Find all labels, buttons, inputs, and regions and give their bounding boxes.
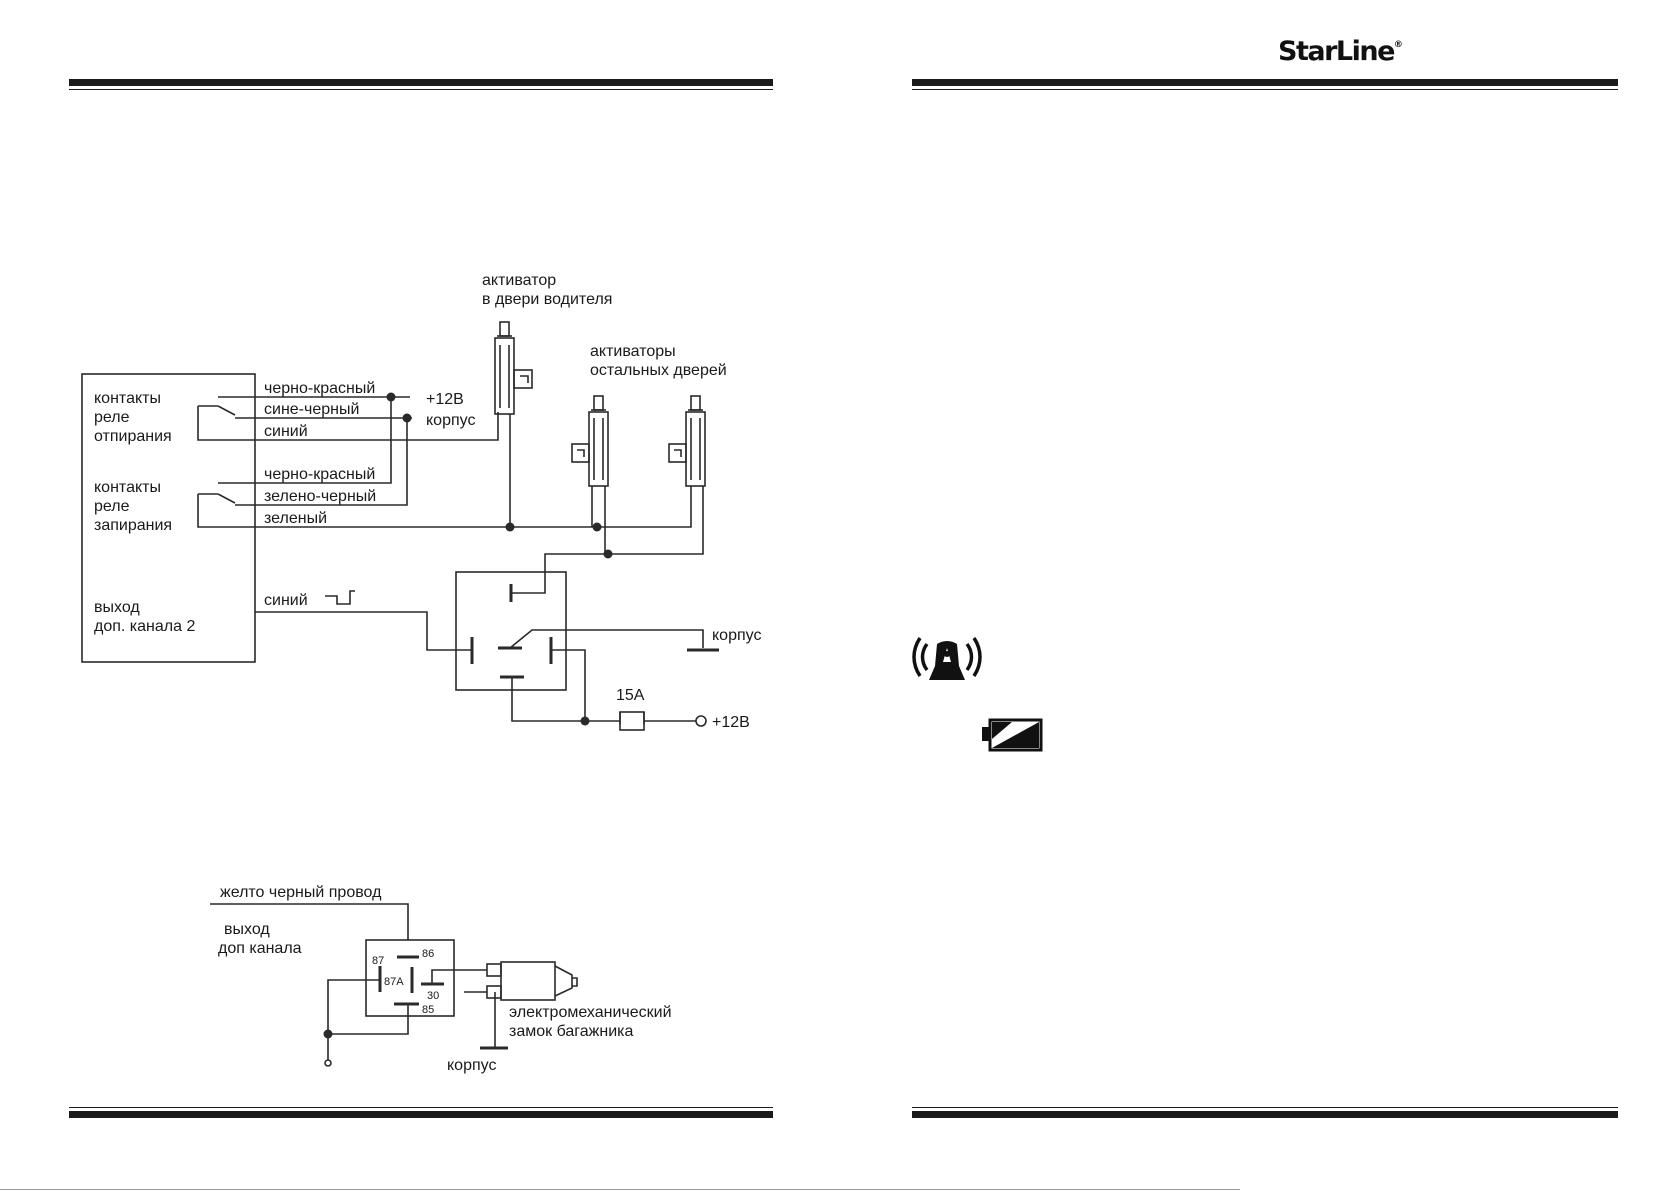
brand-name: StarLine <box>1278 36 1395 67</box>
pin-30: 30 <box>427 990 439 1002</box>
footer-rule-right <box>912 1111 1618 1118</box>
trunk-relay-box <box>365 939 455 1017</box>
trunk-lock-body <box>500 961 556 1001</box>
brand-mark: ® <box>1393 40 1403 50</box>
wire-green <box>255 486 692 528</box>
battery-icon <box>982 718 1043 752</box>
aux-output-label-2: доп. канала 2 <box>94 618 195 635</box>
yellow-black-wire-label: желто черный провод <box>220 884 382 901</box>
other-actuators-label-1: активаторы <box>590 343 676 360</box>
driver-actuator-label-1: активатор <box>482 272 556 289</box>
wire-label-blue: синий <box>264 423 308 440</box>
lock-relay-label-2: реле <box>94 498 130 515</box>
lock-contact-common <box>197 494 255 528</box>
header-rule-left-thin <box>69 89 773 90</box>
header-rule-left <box>69 79 773 86</box>
junction-ground <box>402 413 412 423</box>
aux-output-trunk-label-2: доп канала <box>218 940 302 957</box>
door-actuator-2-body <box>685 411 706 487</box>
wire-label-blue-aux: синий <box>264 592 308 609</box>
driver-actuator-label-2: в двери водителя <box>482 291 612 308</box>
unlock-relay-label-2: реле <box>94 409 130 426</box>
lock-contact-movable <box>198 493 236 504</box>
wire-label-black-red-1: черно-красный <box>264 380 375 397</box>
wire-blue <box>255 412 499 441</box>
unlock-contact-common <box>197 406 255 441</box>
alarm-unit-box <box>81 373 256 663</box>
other-actuators-label-2: остальных дверей <box>590 362 727 379</box>
ground-label-relay: корпус <box>712 627 761 644</box>
pin-85: 85 <box>422 1004 434 1016</box>
junction-12v <box>386 392 396 402</box>
page-edge <box>0 1189 1240 1190</box>
aux-relay: синий корпус 15А +12В <box>255 571 761 731</box>
header-rule-right-thin <box>912 89 1618 90</box>
footer-rule-left <box>69 1111 773 1118</box>
door-actuator-1-body <box>588 411 609 487</box>
wire-label-black-red-2: черно-красный <box>264 466 375 483</box>
plus12v-label-bottom: +12В <box>712 714 750 731</box>
lock-relay-label-1: контакты <box>94 479 161 496</box>
trunk-diagram: желто черный провод выход доп канала 87 … <box>210 884 672 1074</box>
siren-icon <box>912 637 982 680</box>
trunk-lock-label-1: электромеханический <box>509 1004 672 1021</box>
footer-rule-left-thin <box>69 1107 773 1108</box>
unlock-relay-label-3: отпирания <box>94 428 172 445</box>
fuse-body <box>619 711 645 731</box>
trunk-ground-label: корпус <box>447 1057 496 1074</box>
aux-output-label-1: выход <box>94 599 140 616</box>
starline-logo: StarLine® <box>1278 36 1403 67</box>
header-rule-right <box>912 79 1618 86</box>
footer-rule-right-thin <box>912 1107 1618 1108</box>
pin-87: 87 <box>372 955 384 967</box>
pin-87a: 87A <box>384 976 404 988</box>
pin-86: 86 <box>422 948 434 960</box>
wire-black-red-2 <box>218 397 392 484</box>
relay-box <box>455 571 567 691</box>
unlock-contact-movable <box>198 405 236 416</box>
lock-relay-label-3: запирания <box>94 517 172 534</box>
wire-label-blue-black: сине-черный <box>264 401 359 418</box>
unit-wires: черно-красный сине-черный синий черно-кр… <box>218 380 692 532</box>
pulse-symbol <box>325 590 355 605</box>
wire-yellow-black <box>210 903 409 940</box>
fuse-label: 15А <box>616 687 645 704</box>
trunk-lock-label-2: замок багажника <box>509 1023 633 1040</box>
driver-actuator: активатор в двери водителя <box>482 272 612 527</box>
wire-label-green-black: зелено-черный <box>264 488 376 505</box>
other-actuators: активаторы остальных дверей <box>544 343 727 572</box>
aux-output-trunk-label-1: выход <box>224 921 270 938</box>
driver-actuator-body <box>494 337 515 415</box>
junction-door-1 <box>592 522 602 532</box>
ground-label-top: корпус <box>426 412 475 429</box>
plus12v-label-top: +12В <box>426 391 464 408</box>
alarm-unit: контакты реле отпирания контакты реле за… <box>81 373 256 663</box>
unlock-relay-label-1: контакты <box>94 390 161 407</box>
wire-green-black <box>235 418 408 506</box>
wire-label-green: зеленый <box>264 510 327 527</box>
